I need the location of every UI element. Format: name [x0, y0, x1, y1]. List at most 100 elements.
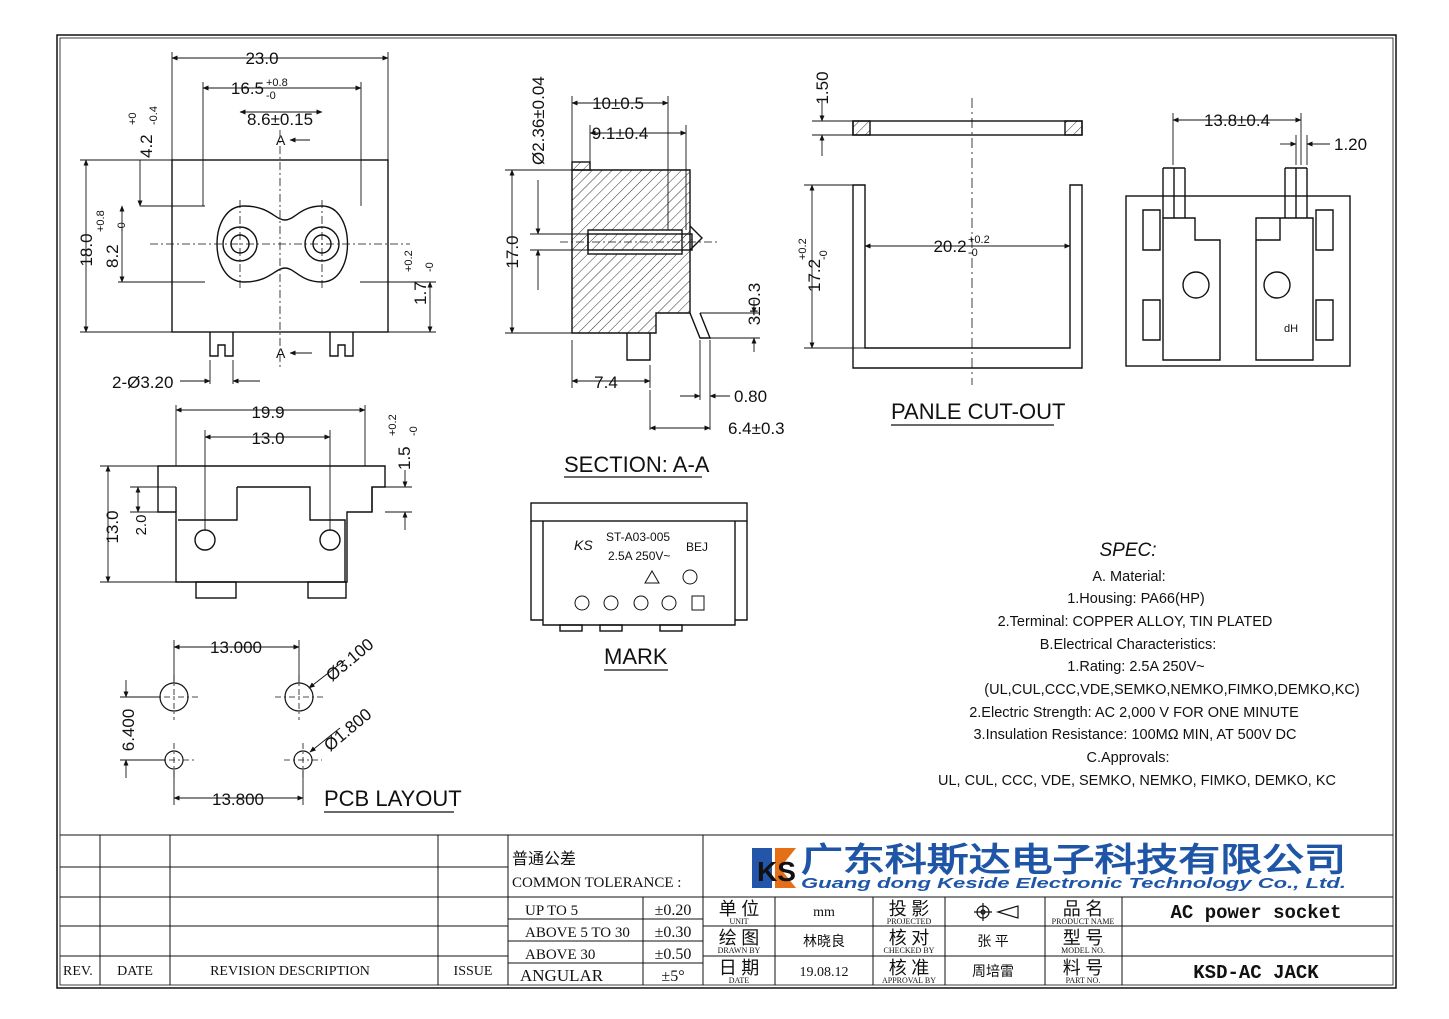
dim-rear-pin-thickness: 1.20: [1334, 135, 1367, 154]
dim-contact-span: 16.5: [231, 79, 264, 98]
part-value: KSD-AC JACK: [1193, 962, 1319, 984]
dim-panel-thickness: 1.50: [813, 71, 832, 104]
panel-cutout-title: PANLE CUT-OUT: [891, 399, 1065, 424]
product-value: AC power socket: [1170, 902, 1341, 924]
dim-terminal-offset: 3±0.3: [745, 283, 764, 325]
model-label-en: MODEL NO.: [1061, 946, 1105, 955]
dim-height: 18.0: [77, 233, 96, 266]
company-name-en: Guang dong Keside Electronic Technology …: [801, 875, 1346, 892]
mark-rating: 2.5A 250V~: [608, 549, 670, 563]
projected-label-en: PROJECTED: [887, 917, 932, 926]
model-label-cn: 型 号: [1063, 928, 1104, 948]
dim-bottom-flange-tol-lower: -0: [408, 426, 420, 436]
dim-pcb-large-hole: Ø3.100: [322, 635, 377, 685]
dim-pcb-bottom-pitch: 13.800: [212, 790, 264, 809]
spec-line-2: 1.Housing: PA66(HP): [1067, 591, 1205, 607]
dim-base-depth: 7.4: [594, 373, 618, 392]
dim-panel-height-tol-lower: -0: [818, 250, 830, 260]
panel-cutout: [804, 98, 1083, 385]
dim-top-offset-tol-upper: +0: [127, 112, 139, 125]
dim-panel-height: 17.2: [805, 259, 824, 292]
tolerance-value-1: ±0.20: [655, 902, 692, 919]
tolerance-heading-en: COMMON TOLERANCE :: [512, 875, 681, 891]
front-view: [80, 52, 436, 384]
unit-value: mm: [813, 905, 835, 920]
inner-border: [59, 37, 1394, 986]
part-label-cn: 料 号: [1063, 958, 1104, 978]
section-marker-bottom: A: [276, 345, 286, 361]
dim-rear-width: 13.8±0.4: [1204, 111, 1270, 130]
tolerance-range-3: ABOVE 30: [525, 947, 595, 963]
mark-view-title: MARK: [604, 644, 668, 669]
dim-contact-height: 8.2: [103, 244, 122, 268]
spec-line-6: (UL,CUL,CCC,VDE,SEMKO,NEMKO,FIMKO,DEMKO,…: [984, 682, 1359, 698]
dim-terminal-thickness: 0.80: [734, 387, 767, 406]
dim-bottom-width: 19.9: [251, 403, 284, 422]
dim-top-offset: 4.2: [137, 134, 156, 158]
title-block-text: REV. DATE REVISION DESCRIPTION ISSUE 普通公…: [63, 841, 1346, 985]
spec-block: SPEC: A. Material: 1.Housing: PA66(HP) 2…: [938, 540, 1360, 789]
drawn-label-cn: 绘 图: [719, 928, 760, 948]
unit-label-en: UNIT: [729, 917, 748, 926]
approval-value: 周培雷: [972, 964, 1014, 980]
rear-view: [1125, 113, 1351, 367]
spec-line-9: C.Approvals:: [1086, 750, 1169, 766]
date-value: 19.08.12: [800, 965, 849, 980]
section-view-title: SECTION: A-A: [564, 452, 710, 477]
pcb-layout: [120, 640, 346, 805]
rear-view-labels: 13.8±0.4 1.20 dH: [1204, 111, 1367, 335]
spec-line-3: 2.Terminal: COPPER ALLOY, TIN PLATED: [998, 614, 1273, 630]
spec-line-10: UL, CUL, CCC, VDE, SEMKO, NEMKO, FIMKO, …: [938, 773, 1336, 789]
dim-bottom-height: 13.0: [103, 510, 122, 543]
date-label-cn: 日 期: [719, 958, 760, 978]
date-header: DATE: [117, 964, 153, 979]
dim-terminal-length: 6.4±0.3: [728, 419, 785, 438]
dim-pin-diameter: Ø2.36±0.04: [529, 76, 548, 165]
checked-label-en: CHECKED BY: [884, 946, 935, 955]
dim-panel-width-tol-upper: +0.2: [968, 234, 990, 246]
dim-bottom-inner: 13.0: [251, 429, 284, 448]
tolerance-heading-cn: 普通公差: [512, 850, 576, 868]
dim-top-offset-tol-lower: -0.4: [148, 106, 160, 125]
projection-symbol-icon: [974, 903, 1019, 921]
tolerance-range-4: ANGULAR: [520, 966, 604, 985]
section-marker-top: A: [276, 132, 286, 148]
tolerance-value-3: ±0.50: [655, 946, 692, 963]
bottom-view: [100, 405, 412, 599]
approval-label-cn: 核 准: [889, 958, 930, 978]
dim-contact-height-tol-lower: -0: [116, 222, 128, 232]
dim-bottom-offset-tol-upper: +0.2: [403, 250, 415, 272]
spec-line-8: 3.Insulation Resistance: 100MΩ MIN, AT 5…: [973, 727, 1296, 743]
dim-bottom-offset-tol-lower: -0: [424, 262, 436, 272]
rev-header: REV.: [63, 964, 93, 979]
dim-pcb-top-pitch: 13.000: [210, 638, 262, 657]
outer-border: [56, 34, 1397, 989]
dim-bottom-step: 2.0: [133, 515, 150, 536]
company-name-cn: 广东科斯达电子科技有限公司: [801, 841, 1346, 878]
checked-value: 张 平: [977, 934, 1009, 950]
approval-label-en: APPROVAL BY: [882, 976, 936, 985]
mark-code: BEJ: [686, 540, 708, 554]
product-label-en: PRODUCT NAME: [1052, 917, 1115, 926]
dim-panel-width-tol-lower: -0: [968, 247, 978, 259]
date-label-en: DATE: [729, 976, 750, 985]
drawn-label-en: DRAWN BY: [718, 946, 761, 955]
spec-line-7: 2.Electric Strength: AC 2,000 V FOR ONE …: [969, 705, 1299, 721]
dim-panel-height-tol-upper: +0.2: [797, 238, 809, 260]
dim-bottom-offset: 1.7: [411, 281, 430, 305]
dim-panel-width: 20.2: [933, 237, 966, 256]
tolerance-range-2: ABOVE 5 TO 30: [525, 925, 630, 941]
dim-bottom-flange-tol-upper: +0.2: [387, 414, 399, 436]
tolerance-value-4: ±5°: [661, 968, 684, 985]
spec-line-5: 1.Rating: 2.5A 250V~: [1067, 659, 1204, 675]
company-logo-letters: KS: [757, 856, 796, 887]
company-logo: KS: [752, 848, 796, 888]
dim-contact-height-tol-upper: +0.8: [95, 210, 107, 232]
rear-marking: dH: [1284, 323, 1298, 335]
pcb-layout-labels: 13.000 Ø3.100 6.400 Ø1.800 13.800 PCB LA…: [119, 635, 462, 811]
section-view-labels: Ø2.36±0.04 10±0.5 9.1±0.4 17.0 3±0.3 7.4…: [503, 76, 785, 477]
dim-depth-inner: 9.1±0.4: [592, 124, 649, 143]
description-header: REVISION DESCRIPTION: [210, 964, 370, 979]
projected-label-cn: 投 影: [889, 899, 930, 919]
front-view-labels: 23.0 16.5 +0.8 -0 8.6±0.15 A A 18.0 4.2 …: [77, 49, 436, 392]
